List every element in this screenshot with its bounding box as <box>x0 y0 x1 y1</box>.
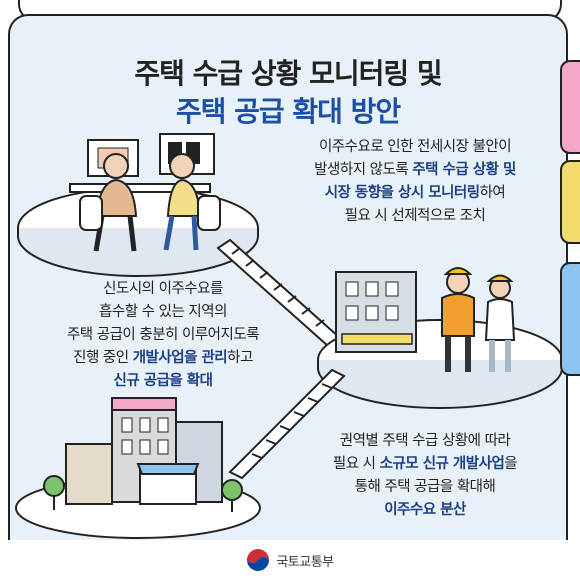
paragraph-regional-supply: 권역별 주택 수급 상황에 따라 필요 시 소규모 신규 개발사업을 통해 주택… <box>332 433 518 518</box>
title-line-2: 주택 공급 확대 방안 <box>175 95 401 128</box>
title-line-1: 주택 수급 상황 모니터링 및 <box>134 57 442 90</box>
side-tab-pink <box>560 60 580 154</box>
footer: 국토교통부 <box>0 540 580 580</box>
paragraph-monitoring: 이주수요로 인한 전세시장 불안이 발생하지 않도록 주택 수급 상황 및 시장… <box>314 139 516 224</box>
desk <box>69 183 211 193</box>
staircase-lower <box>228 368 346 480</box>
building-left <box>65 443 113 505</box>
tree-right <box>221 479 243 501</box>
building-right <box>175 421 223 503</box>
ministry-name: 국토교통부 <box>276 554 334 570</box>
side-tab-blue <box>560 262 580 376</box>
government-emblem-icon <box>247 549 270 571</box>
person-man <box>103 153 129 179</box>
illustration <box>15 133 563 539</box>
side-tab-yellow <box>560 160 580 244</box>
paragraph-development: 신도시의 이주수요를 흡수할 수 있는 지역의 주택 공급이 충분히 이루어지도… <box>66 281 260 389</box>
person-woman <box>169 153 195 179</box>
tree-left <box>43 475 65 497</box>
infographic-panel: 주택 수급 상황 모니터링 및 주택 공급 확대 방안 <box>8 14 568 542</box>
